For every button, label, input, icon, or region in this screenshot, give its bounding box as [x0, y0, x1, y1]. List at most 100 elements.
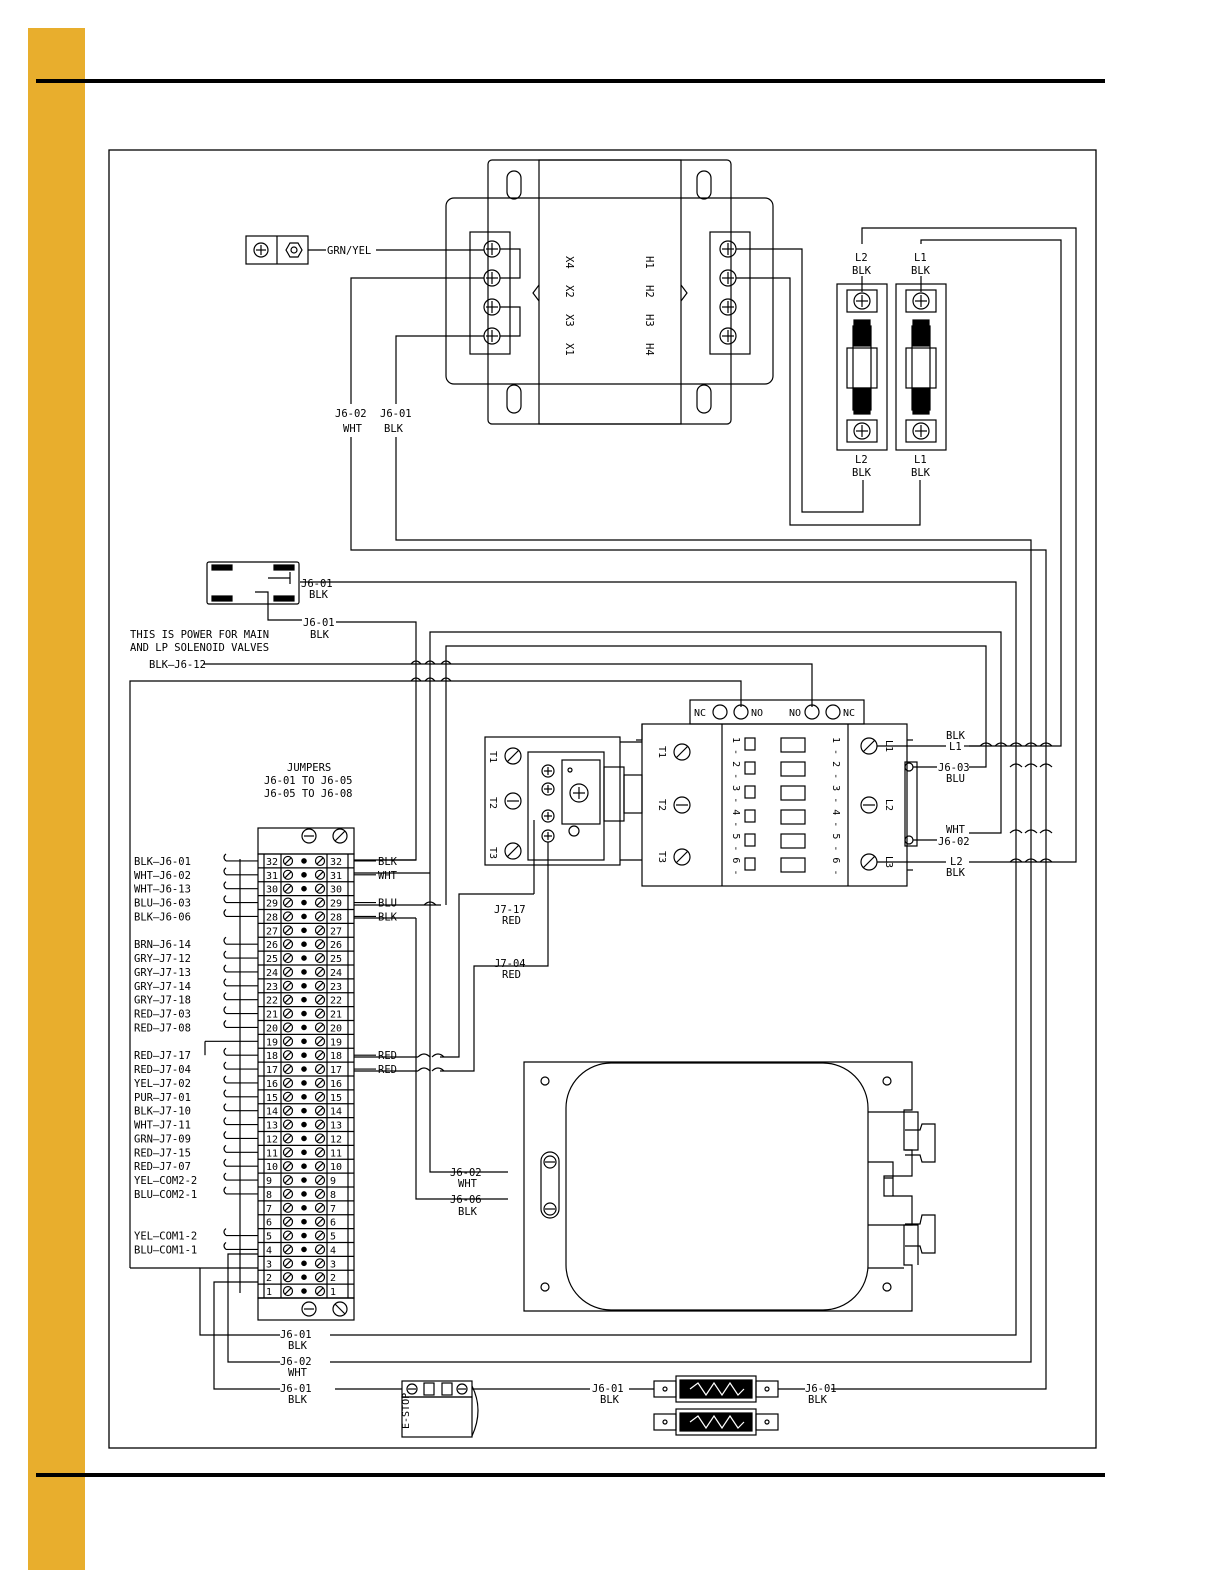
- terminal-screw: [314, 1036, 326, 1047]
- terminal-number: 21: [330, 1010, 342, 1021]
- terminal-screw: [314, 1285, 326, 1297]
- terminal-screw: [282, 1050, 294, 1061]
- strip-left-label: BLK—J6-01: [134, 856, 191, 868]
- motor-lead-label: BLK: [458, 1206, 478, 1218]
- terminal-screw: [314, 1258, 326, 1269]
- terminal-screw-slot: [284, 1162, 292, 1170]
- strip-right-label: WHT: [378, 870, 398, 882]
- terminal-number: 23: [330, 982, 342, 993]
- strip-left-label: RED—J7-04: [134, 1064, 191, 1076]
- strip-left-wire: [223, 881, 258, 890]
- relay-label: J6-01: [301, 578, 333, 590]
- terminal-number: 28: [330, 912, 342, 923]
- strip-left-label: YEL—COM1-2: [134, 1231, 197, 1243]
- terminal-number: 26: [330, 940, 342, 951]
- terminal-number: 2: [330, 1273, 336, 1284]
- terminal-screw-slot: [284, 1051, 292, 1059]
- motor-lead-label: WHT: [458, 1178, 478, 1190]
- terminal-screw: [282, 1105, 294, 1116]
- terminal-screw-slot: [284, 1218, 292, 1226]
- control-wiring-upper: [129, 621, 1002, 1268]
- strip-left-wire: [223, 1103, 258, 1112]
- terminal-rivet: [301, 996, 307, 1003]
- terminal-screw-slot: [316, 857, 324, 865]
- terminal-rivet: [301, 1218, 307, 1225]
- terminal-number: 15: [266, 1093, 278, 1104]
- terminal-number: 3: [330, 1259, 336, 1270]
- terminal-rivet: [301, 1107, 307, 1114]
- terminal-number: 17: [266, 1065, 278, 1076]
- terminal-rivet: [301, 1121, 307, 1128]
- terminal-screw-slot: [316, 1190, 324, 1198]
- fuse-label: L2: [855, 454, 868, 466]
- strip-right-label: RED: [378, 1064, 397, 1076]
- xfmr-lead-label: BLK: [384, 423, 404, 435]
- mid-label: RED: [502, 915, 521, 927]
- strip-right-label: BLK: [378, 911, 398, 923]
- terminal-screw-slot: [284, 857, 292, 865]
- terminal-screw-slot: [284, 1190, 292, 1198]
- terminal-screw-slot: [316, 954, 324, 962]
- terminal-screw: [314, 1230, 326, 1241]
- terminal-screw-slot: [284, 899, 292, 906]
- fuse-label: L2: [855, 252, 868, 264]
- contactor-terminal-label: T3: [656, 851, 667, 863]
- terminal-screw-slot: [316, 1051, 324, 1059]
- terminal-screw: [282, 1036, 294, 1047]
- terminal-number: 29: [330, 899, 342, 910]
- terminal-rivet: [301, 1094, 307, 1100]
- terminal-number: 3: [266, 1259, 272, 1270]
- terminal-screw: [314, 1105, 326, 1116]
- terminal-screw: [282, 855, 294, 867]
- terminal-screw: [314, 1008, 326, 1019]
- terminal-screw-slot: [284, 1246, 292, 1253]
- terminal-rivet: [301, 1024, 307, 1031]
- terminal-screw-slot: [316, 1079, 324, 1087]
- terminal-number: 6: [266, 1218, 272, 1229]
- terminal-rivet: [301, 1163, 307, 1169]
- strip-left-wire: [223, 1172, 258, 1181]
- primary-terminal-label: H2: [643, 285, 655, 298]
- terminal-number: 22: [266, 996, 278, 1007]
- terminal-rivet: [301, 1080, 307, 1086]
- terminal-screw: [282, 925, 294, 936]
- secondary-terminal-label: X2: [563, 285, 575, 298]
- jumpers-line: J6-05 TO J6-08: [264, 788, 353, 800]
- terminal-screw-slot: [284, 1093, 292, 1101]
- terminal-screw-slot: [284, 996, 292, 1004]
- power-note-text: THIS IS POWER FOR MAIN: [130, 629, 269, 641]
- strip-left-label: BLK—J7-10: [134, 1106, 191, 1118]
- terminal-number: 21: [266, 1010, 278, 1021]
- aux-contact-label: NO: [751, 708, 763, 719]
- terminal-screw: [314, 952, 326, 964]
- terminal-number: 19: [330, 1037, 342, 1048]
- power-note-text: AND LP SOLENOID VALVES: [130, 642, 269, 654]
- primary-terminal-label: H1: [643, 256, 655, 269]
- overload-terminal-label: T2: [487, 797, 498, 809]
- terminal-screw: [282, 1161, 294, 1172]
- terminal-rivet: [301, 1038, 307, 1045]
- terminal-screw: [314, 1119, 326, 1130]
- strip-left-wire: [223, 908, 258, 918]
- terminal-screw-slot: [284, 926, 292, 934]
- terminal-screw-slot: [284, 1176, 292, 1184]
- terminal-number: 12: [330, 1134, 342, 1145]
- strip-left-label: GRY—J7-18: [134, 995, 191, 1007]
- terminal-screw: [282, 869, 294, 880]
- strip-left-wire: [223, 1006, 258, 1015]
- terminal-screw: [282, 966, 294, 978]
- relay-label: BLK: [309, 589, 329, 601]
- strip-left-label: BRN—J6-14: [134, 939, 191, 951]
- terminal-screw: [314, 1202, 326, 1213]
- overload-terminal-label: T3: [487, 847, 498, 859]
- terminal-number: 18: [330, 1051, 342, 1062]
- terminal-screw: [282, 1091, 294, 1102]
- terminal-screw-slot: [316, 1024, 324, 1031]
- terminal-number: 8: [330, 1190, 336, 1201]
- terminal-screw-slot: [316, 1287, 324, 1295]
- strip-left-label: GRN—J7-09: [134, 1133, 191, 1145]
- strip-left-wire: [223, 1089, 258, 1098]
- strip-left-label: BLU—COM2-1: [134, 1189, 197, 1201]
- fuse-label: L1: [914, 252, 927, 264]
